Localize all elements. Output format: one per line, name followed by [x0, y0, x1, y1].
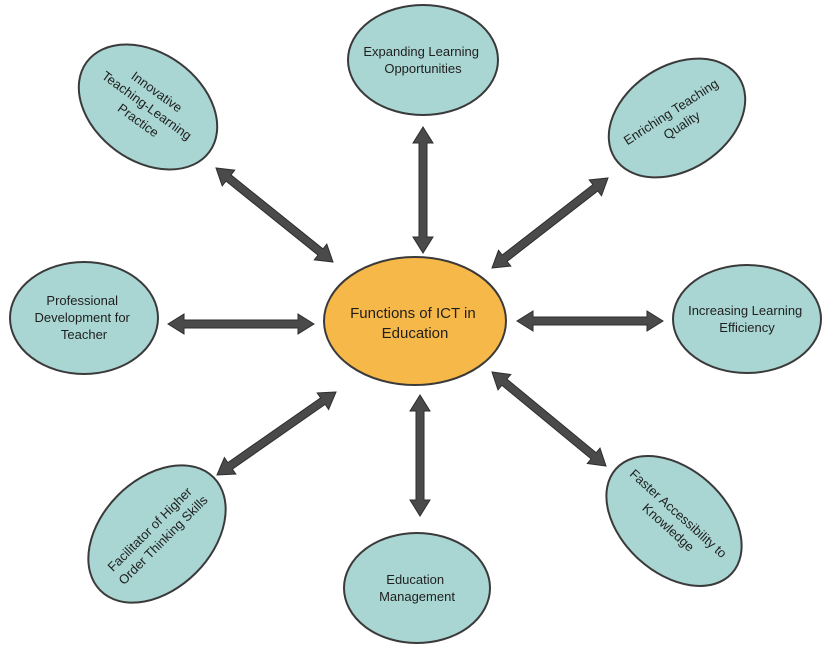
node-label-line: Teacher	[61, 327, 108, 342]
node-ellipse	[672, 264, 822, 374]
node-facilitator-of-higher-order-thinking-skills: Facilitator of Higher Order Thinking Ski…	[87, 464, 227, 604]
node-ellipse	[347, 4, 499, 116]
node-ellipse	[343, 532, 491, 644]
node-label-line: Development for	[34, 310, 130, 325]
node-label-line: Expanding Learning	[363, 44, 479, 59]
node-label: Education Management	[379, 572, 455, 604]
node-innovative-teaching-learning-practice: Innovative Teaching-Learning Practice	[77, 43, 219, 171]
node-label: Professional Development for Teacher	[34, 293, 133, 342]
double-headed-arrow	[491, 371, 607, 467]
node-label: Expanding Learning Opportunities	[363, 44, 482, 76]
node-label-line: Education	[386, 572, 444, 587]
node-professional-development-for-teacher: Professional Development for Teacher	[9, 261, 159, 375]
outer-nodes: Expanding Learning Opportunities Enrichi…	[9, 4, 822, 644]
node-label-line: Increasing Learning	[688, 303, 802, 318]
node-ellipse	[87, 464, 227, 604]
node-label-line: Professional	[46, 293, 118, 308]
node-label: Increasing Learning Efficiency	[688, 303, 806, 335]
double-headed-arrow	[167, 313, 315, 335]
node-ellipse	[77, 43, 219, 171]
center-ellipse	[323, 256, 507, 386]
double-headed-arrow	[409, 394, 431, 517]
double-headed-arrow	[491, 177, 609, 269]
node-label-line: Opportunities	[384, 61, 462, 76]
node-label-line: Efficiency	[719, 320, 775, 335]
node-faster-accessibility-to-knowledge: Faster Accessibility to Knowledge	[605, 455, 743, 587]
center-node: Functions of ICT in Education	[323, 256, 507, 386]
double-headed-arrow	[412, 126, 434, 254]
double-headed-arrow	[516, 310, 664, 332]
double-headed-arrow	[216, 391, 337, 476]
node-ellipse	[9, 261, 159, 375]
node-ellipse	[607, 57, 747, 179]
center-title: Functions of ICT in Education	[350, 305, 480, 342]
node-expanding-learning-opportunities: Expanding Learning Opportunities	[347, 4, 499, 116]
double-headed-arrow	[215, 167, 334, 263]
connector-arrows	[167, 126, 664, 517]
node-education-management: Education Management	[343, 532, 491, 644]
node-label-line: Management	[379, 589, 455, 604]
node-ellipse	[605, 455, 743, 587]
center-title-line: Education	[382, 325, 449, 342]
center-title-line: Functions of ICT in	[350, 305, 476, 322]
node-increasing-learning-efficiency: Increasing Learning Efficiency	[672, 264, 822, 374]
node-enriching-teaching-quality: Enriching Teaching Quality	[607, 57, 747, 179]
